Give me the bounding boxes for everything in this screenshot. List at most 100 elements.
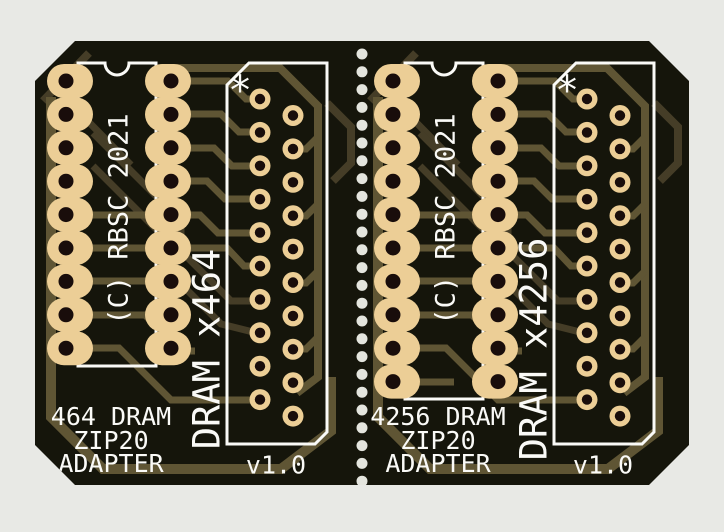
dip-pad-hole <box>163 273 179 289</box>
dip-pad-hole <box>490 273 506 289</box>
pin1-marker: * <box>227 68 253 114</box>
dip-pad-hole <box>58 173 74 189</box>
mousebite-hole <box>356 475 368 485</box>
zip-pad-hole <box>287 143 299 155</box>
mousebite-hole <box>356 66 368 78</box>
zip-footprint-outline <box>225 61 329 446</box>
dip-pad-hole <box>163 173 179 189</box>
mousebite-hole <box>356 422 368 434</box>
zip-pad-hole <box>614 243 626 255</box>
copper-trace <box>46 97 336 474</box>
dip-pad-hole <box>385 273 401 289</box>
dip-pad-hole <box>163 240 179 256</box>
zip-pad-hole <box>614 110 626 121</box>
mousebite-hole <box>356 368 368 380</box>
mousebite-hole <box>356 208 368 220</box>
copyright-text: (C) RBSC 2021 <box>103 113 135 325</box>
copper-trace <box>168 110 260 136</box>
zip-pad-hole <box>254 294 266 305</box>
dip-pad-hole <box>58 307 74 323</box>
mousebite-hole <box>356 101 368 113</box>
mousebite-hole <box>356 279 368 291</box>
copper-trace <box>399 344 587 404</box>
dip-pad-hole <box>58 207 74 223</box>
footer-line1: 4256 DRAM <box>370 401 506 431</box>
dip-pad-hole <box>490 374 506 390</box>
dip-pad-hole <box>490 240 506 256</box>
mousebite-hole <box>356 137 368 149</box>
mousebite-hole <box>356 155 368 167</box>
dip-pad-hole <box>385 240 401 256</box>
copper-trace <box>399 211 587 237</box>
dip-pad-hole <box>58 73 74 89</box>
zip-pad-hole <box>581 294 593 305</box>
copper-trace <box>507 283 581 336</box>
zip-pad-hole <box>287 344 299 355</box>
dip-footprint-outline <box>403 61 485 401</box>
copper-trace <box>72 211 260 237</box>
dip-pad-hole <box>385 140 401 156</box>
zip-pad-hole <box>254 227 266 238</box>
zip-pad-hole <box>614 210 626 221</box>
board-left-silkscreen: (C) RBSC 2021 DRAM x464 * 464 DRAM ZIP20… <box>35 41 362 485</box>
zip-pad-hole <box>581 93 593 105</box>
mousebite-hole <box>356 262 368 274</box>
footer-line3: ADAPTER <box>58 448 164 478</box>
footer-line3: ADAPTER <box>385 448 491 478</box>
copper-trace <box>324 100 355 184</box>
footer-text: 4256 DRAM ZIP20 ADAPTER <box>370 401 506 478</box>
zip-pad-hole <box>254 327 266 338</box>
dip-pad-hole <box>385 73 401 89</box>
copper-trace <box>373 97 663 474</box>
zip-pad-hole <box>287 410 299 422</box>
zip-pad-hole <box>581 127 593 138</box>
copper-trace <box>487 64 649 397</box>
zip-pad-hole <box>254 160 266 171</box>
dip-pad-hole <box>490 307 506 323</box>
version-label: v1.0 <box>245 450 307 480</box>
zip-pad-hole <box>614 344 626 355</box>
mousebite-hole <box>356 333 368 345</box>
mousebite-hole <box>356 386 368 398</box>
pin1-marker: * <box>554 68 580 114</box>
zip-pad-hole <box>287 110 299 121</box>
dip-pad-hole <box>58 273 74 289</box>
version-label: v1.0 <box>572 450 634 480</box>
zip-footprint-outline <box>552 61 656 446</box>
dip-pad-hole <box>58 106 74 122</box>
zip-pad-hole <box>254 194 266 205</box>
footer-line1: 464 DRAM <box>50 401 172 431</box>
mousebite-hole <box>356 226 368 238</box>
dip-pad-hole <box>163 340 179 356</box>
copyright-text: (C) RBSC 2021 <box>430 113 462 325</box>
copper-trace <box>495 144 587 170</box>
dip-pad-hole <box>58 140 74 156</box>
mousebite-hole <box>356 190 368 202</box>
mousebite-hole <box>356 119 368 131</box>
zip-pad-hole <box>581 227 593 238</box>
dip-footprint-outline <box>76 61 158 368</box>
mousebite-hole <box>356 315 368 327</box>
zip-pad-hole <box>581 361 593 372</box>
zip-pad-hole <box>287 310 299 322</box>
copper-trace <box>168 144 260 170</box>
mousebite-hole <box>356 457 368 469</box>
mousebite-hole <box>356 48 368 60</box>
footer-text: 464 DRAM ZIP20 ADAPTER <box>50 401 172 478</box>
zip-pad-hole <box>254 394 266 405</box>
zip-pad-hole <box>614 143 626 155</box>
zip-pad-hole <box>614 277 626 288</box>
dip-pad-hole <box>490 106 506 122</box>
copper-trace <box>160 64 322 397</box>
dip-pad-hole <box>490 173 506 189</box>
mousebite-hole <box>356 404 368 416</box>
zip-pad-hole <box>581 260 593 272</box>
dip-pad-hole <box>385 340 401 356</box>
zip-pad-hole <box>287 243 299 255</box>
dip-pad-hole <box>163 307 179 323</box>
board-right-silkscreen: (C) RBSC 2021 DRAM x4256 * 4256 DRAM ZIP… <box>362 41 689 485</box>
dip-pad-hole <box>385 374 401 390</box>
zip-pad-hole <box>287 377 299 388</box>
mousebite-hole <box>356 351 368 363</box>
